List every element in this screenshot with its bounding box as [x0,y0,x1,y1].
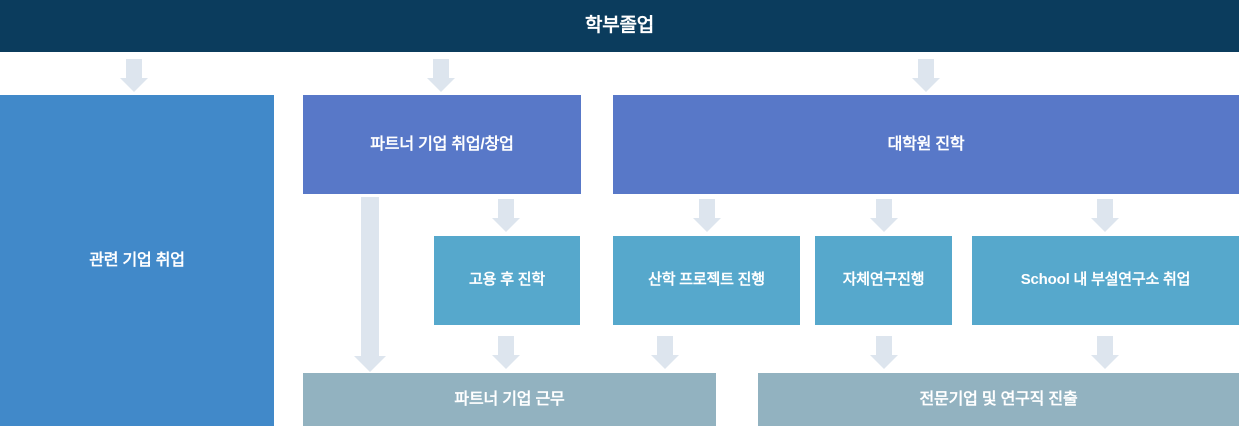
box-graduate-school-admission: 대학원 진학 [613,95,1239,194]
box-partner-company-employment-startup-label: 파트너 기업 취업/창업 [370,135,514,153]
arrow-independent-research-to-specialized-career-icon [869,336,899,369]
box-partner-company-work-label: 파트너 기업 근무 [454,390,565,408]
arrow-graduate-school-to-industry-project-icon [692,199,722,232]
box-school-affiliated-lab-employment: School 내 부설연구소 취업 [972,236,1239,325]
box-independent-research-label: 자체연구진행 [842,271,925,289]
box-partner-company-work: 파트너 기업 근무 [303,373,716,426]
box-school-affiliated-lab-employment-label: School 내 부설연구소 취업 [1020,271,1191,289]
box-partner-company-employment-startup: 파트너 기업 취업/창업 [303,95,581,194]
arrow-partner-company-to-study-after-employment-icon [491,199,521,232]
arrow-graduate-school-to-independent-research-icon [869,199,899,232]
box-related-company-employment-label: 관련 기업 취업 [89,251,185,269]
arrow-affiliated-lab-to-specialized-career-icon [1090,336,1120,369]
box-study-after-employment: 고용 후 진학 [434,236,580,325]
box-industry-academic-project-label: 산학 프로젝트 진행 [648,271,765,289]
arrow-header-to-related-company-icon [119,59,149,92]
header-graduation-bar: 학부졸업 [0,0,1239,52]
arrow-industry-project-to-specialized-career-icon [650,336,680,369]
arrow-graduate-school-to-affiliated-lab-icon [1090,199,1120,232]
box-study-after-employment-label: 고용 후 진학 [469,271,545,289]
header-label: 학부졸업 [584,15,655,37]
arrow-header-to-graduate-school-icon [911,59,941,92]
box-related-company-employment: 관련 기업 취업 [0,95,274,426]
arrow-partner-company-to-partner-work-icon [353,197,387,372]
box-industry-academic-project: 산학 프로젝트 진행 [613,236,800,325]
box-specialized-company-research-career-label: 전문기업 및 연구직 진출 [919,390,1078,408]
arrow-header-to-partner-company-icon [426,59,456,92]
box-graduate-school-admission-label: 대학원 진학 [887,135,965,153]
box-independent-research: 자체연구진행 [815,236,952,325]
arrow-study-after-employment-to-partner-work-icon [491,336,521,369]
box-specialized-company-research-career: 전문기업 및 연구직 진출 [758,373,1239,426]
